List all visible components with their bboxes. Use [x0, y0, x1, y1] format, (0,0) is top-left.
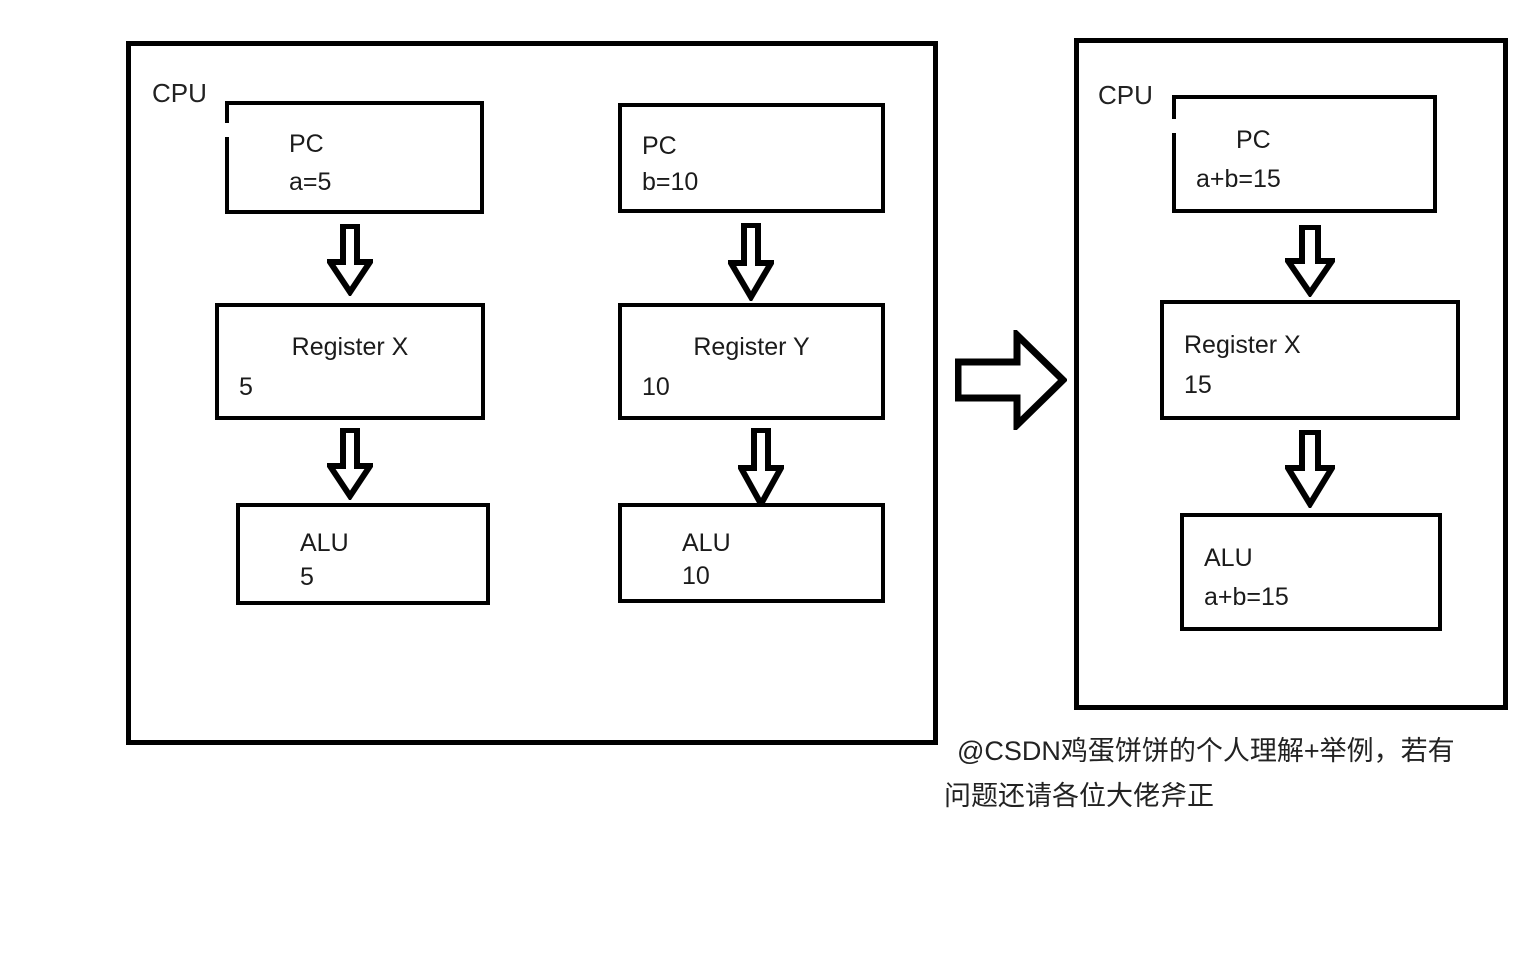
arrow-down-icon — [327, 224, 373, 296]
left-register-y-box: Register Y 10 — [618, 303, 885, 420]
left-pc-b-value: b=10 — [642, 168, 699, 197]
left-register-x-title: Register X — [291, 333, 409, 362]
right-alu-title: ALU — [1204, 543, 1253, 572]
left-alu-a-value: 5 — [300, 563, 314, 592]
left-register-x-value: 5 — [239, 372, 253, 401]
left-register-x-box: Register X 5 — [215, 303, 485, 420]
arrow-down-icon — [1285, 225, 1335, 297]
caption-line-1: @CSDN鸡蛋饼饼的个人理解+举例，若有 — [957, 736, 1455, 766]
left-register-y-title: Register Y — [693, 333, 810, 362]
right-register-x-box: Register X 15 — [1160, 300, 1460, 420]
right-pc-value: a+b=15 — [1196, 165, 1281, 194]
right-register-x-value: 15 — [1184, 371, 1212, 400]
left-alu-b-box: ALU 10 — [618, 503, 885, 603]
left-pc-b-title: PC — [642, 131, 677, 160]
arrow-down-icon — [728, 223, 774, 301]
left-pc-b-box: PC b=10 — [618, 103, 885, 213]
right-alu-value: a+b=15 — [1204, 583, 1289, 612]
arrow-right-icon — [955, 330, 1067, 430]
arrow-down-icon — [327, 428, 373, 500]
right-pc-title: PC — [1236, 125, 1271, 154]
left-pc-a-box: PC a=5 — [224, 101, 484, 214]
left-pc-a-value: a=5 — [289, 168, 332, 197]
arrow-down-icon — [1285, 430, 1335, 508]
arrow-down-icon — [738, 428, 784, 508]
right-alu-box: ALU a+b=15 — [1180, 513, 1442, 631]
right-pc-box: PC a+b=15 — [1171, 95, 1437, 213]
left-alu-a-title: ALU — [300, 529, 349, 558]
right-register-x-title: Register X — [1184, 331, 1301, 360]
left-pc-a-title: PC — [289, 130, 324, 159]
left-cpu-label: CPU — [152, 78, 207, 108]
left-alu-b-value: 10 — [682, 562, 710, 591]
border-nick — [1171, 119, 1177, 133]
caption-line-2: 问题还请各位大佬斧正 — [944, 781, 1214, 811]
left-alu-b-title: ALU — [682, 528, 731, 557]
right-cpu-label: CPU — [1098, 80, 1153, 110]
left-register-y-value: 10 — [642, 372, 670, 401]
border-nick — [224, 123, 230, 137]
left-alu-a-box: ALU 5 — [236, 503, 490, 605]
